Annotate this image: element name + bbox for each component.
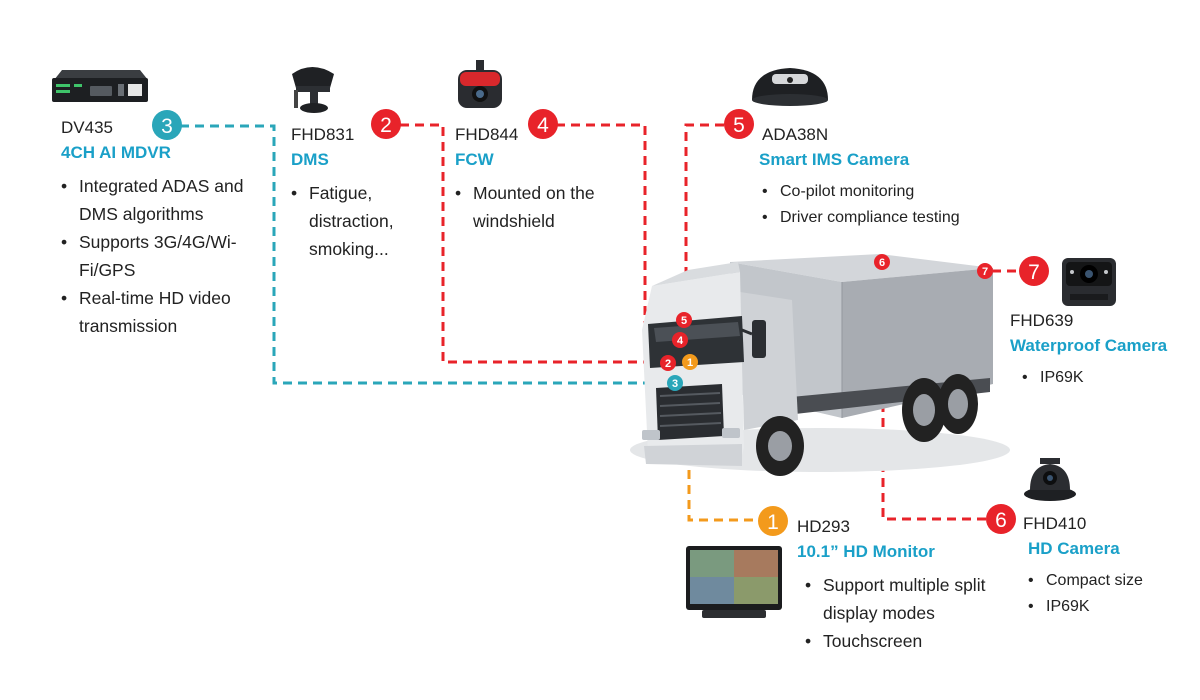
feature-item: Compact size	[1028, 568, 1193, 594]
feature-item: IP69K	[1022, 365, 1195, 391]
badge-5: 5	[724, 109, 754, 139]
feature-item: Touchscreen	[805, 627, 1012, 655]
component-title: Waterproof Camera	[1010, 336, 1168, 355]
marker-label: 4	[677, 335, 684, 347]
truck-marker-6: 6	[874, 254, 890, 270]
badge-2: 2	[371, 109, 401, 139]
badge-number: 3	[161, 115, 173, 138]
badge-number: 2	[380, 114, 392, 137]
model-number: DV435	[61, 118, 113, 137]
component-block-dv435: DV435 4CH AI MDVR Integrated ADAS and DM…	[61, 118, 271, 340]
component-title: 10.1” HD Monitor	[797, 542, 935, 561]
badge-7: 7	[1019, 256, 1049, 286]
waterproof-camera-icon	[1062, 258, 1116, 306]
component-block-fhd844: FHD844 FCW Mounted on the windshield	[455, 125, 635, 235]
model-number: HD293	[797, 517, 850, 536]
badge-number: 7	[1028, 261, 1040, 284]
marker-label: 2	[665, 358, 671, 370]
model-number: FHD410	[1023, 514, 1087, 533]
truck-marker-4: 4	[672, 332, 688, 348]
truck-marker-7: 7	[977, 263, 993, 279]
feature-item: IP69K	[1028, 594, 1193, 620]
component-block-fhd639: FHD639 Waterproof Camera IP69K	[1010, 311, 1195, 391]
component-title: FCW	[455, 150, 494, 169]
feature-list: Co-pilot monitoring Driver compliance te…	[762, 179, 1002, 231]
marker-label: 5	[681, 315, 687, 327]
truck-marker-5: 5	[676, 312, 692, 328]
marker-label: 6	[879, 257, 885, 269]
component-title: DMS	[291, 150, 329, 169]
feature-item: Fatigue, distraction, smoking...	[291, 179, 411, 263]
hd-monitor-icon	[686, 546, 782, 618]
badge-4: 4	[528, 109, 558, 139]
feature-list: IP69K	[1022, 365, 1195, 391]
component-block-ada38n: ADA38N Smart IMS Camera Co-pilot monitor…	[759, 125, 1002, 231]
feature-list: Fatigue, distraction, smoking...	[291, 179, 411, 263]
badge-number: 6	[995, 509, 1007, 532]
component-title: 4CH AI MDVR	[61, 143, 171, 162]
feature-item: Co-pilot monitoring	[762, 179, 1002, 205]
connector-line-2	[400, 123, 666, 364]
model-number: ADA38N	[762, 125, 829, 144]
badge-number: 4	[537, 114, 549, 137]
fcw-camera-icon	[458, 60, 502, 108]
feature-list: Compact size IP69K	[1028, 568, 1193, 620]
feature-item: Mounted on the windshield	[455, 179, 635, 235]
component-title: Smart IMS Camera	[759, 150, 910, 169]
model-number: FHD831	[291, 125, 355, 144]
feature-item: Driver compliance testing	[762, 205, 1002, 231]
marker-label: 3	[672, 378, 678, 390]
dms-camera-icon	[292, 67, 334, 113]
badge-1: 1	[758, 506, 788, 536]
feature-item: Integrated ADAS and DMS algorithms	[61, 172, 271, 228]
model-number: FHD844	[455, 125, 519, 144]
connector-line-3	[180, 124, 670, 385]
feature-list: Integrated ADAS and DMS algorithms Suppo…	[61, 172, 271, 340]
connector-line-5	[684, 123, 724, 318]
badge-number: 5	[733, 114, 745, 137]
ims-camera-icon	[752, 68, 828, 106]
badge-6: 6	[986, 504, 1016, 534]
badge-3: 3	[152, 110, 182, 140]
truck-marker-2: 2	[660, 355, 676, 371]
marker-label: 7	[982, 266, 988, 278]
mdvr-box-icon	[52, 70, 148, 102]
component-title: HD Camera	[1028, 539, 1120, 558]
feature-list: Support multiple split display modes Tou…	[805, 571, 1012, 655]
feature-item: Support multiple split display modes	[805, 571, 1012, 627]
component-block-hd293: HD293 10.1” HD Monitor Support multiple …	[797, 517, 1012, 655]
component-block-fhd831: FHD831 DMS Fatigue, distraction, smoking…	[291, 125, 411, 263]
model-number: FHD639	[1010, 311, 1074, 330]
badge-number: 1	[767, 511, 779, 534]
marker-label: 1	[687, 357, 693, 369]
truck-marker-1: 1	[682, 354, 698, 370]
truck-marker-3: 3	[667, 375, 683, 391]
feature-item: Real-time HD video transmission	[61, 284, 271, 340]
component-block-fhd410: FHD410 HD Camera Compact size IP69K	[1023, 514, 1193, 620]
feature-item: Supports 3G/4G/Wi-Fi/GPS	[61, 228, 271, 284]
feature-list: Mounted on the windshield	[455, 179, 635, 235]
hd-camera-icon	[1024, 458, 1076, 501]
